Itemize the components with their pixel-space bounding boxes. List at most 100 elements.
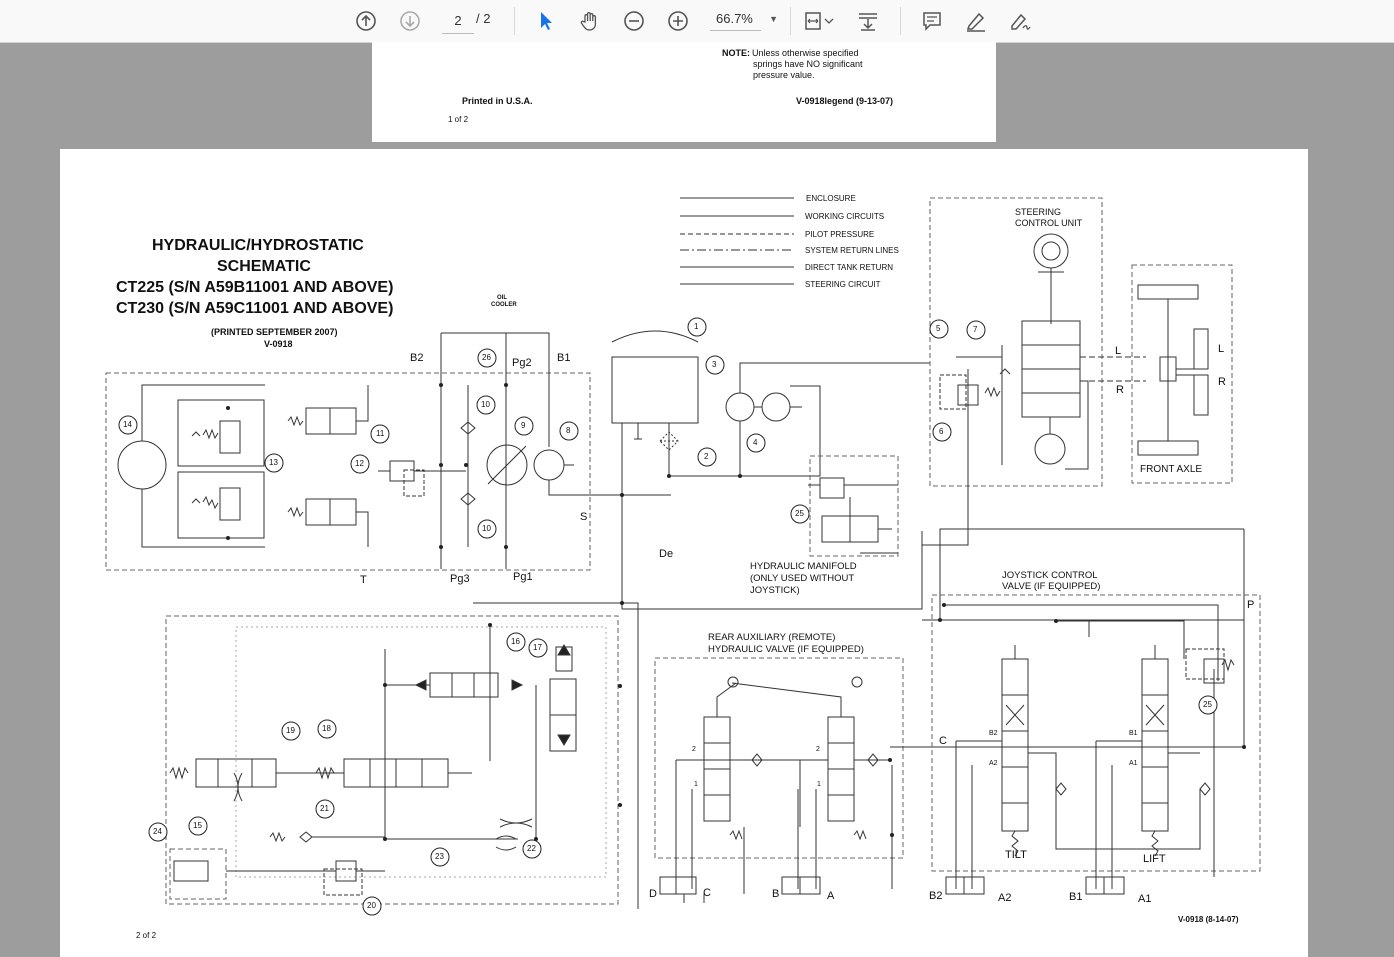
pdf-page-1: NOTE: Unless otherwise specified springs… xyxy=(372,42,996,142)
select-cursor-icon[interactable] xyxy=(530,5,562,37)
toolbar-divider xyxy=(514,7,515,35)
port-label: B2 xyxy=(929,890,943,902)
page-up-icon[interactable] xyxy=(350,5,382,37)
port-label: 1 xyxy=(817,781,821,788)
zoom-out-icon[interactable] xyxy=(618,5,650,37)
joystick-label: VALVE (IF EQUIPPED) xyxy=(1002,581,1101,592)
chevron-down-icon: ▼ xyxy=(769,14,778,24)
manifold-label: HYDRAULIC MANIFOLD xyxy=(750,561,857,572)
sign-icon[interactable] xyxy=(1004,5,1036,37)
callout-number: 9 xyxy=(521,421,526,430)
callout-number: 1 xyxy=(694,322,699,331)
port-label: Pg3 xyxy=(450,573,470,585)
page-number-input[interactable] xyxy=(442,7,474,34)
callout-number: 16 xyxy=(511,637,520,646)
port-label: 2 xyxy=(816,746,820,753)
port-label: B1 xyxy=(1069,891,1083,903)
note-text: springs have NO significant xyxy=(753,59,863,69)
manifold-label: JOYSTICK) xyxy=(750,585,800,596)
port-label: D xyxy=(649,888,657,900)
callout-number: 13 xyxy=(269,458,278,467)
port-label: A1 xyxy=(1138,893,1152,905)
callout-number: 10 xyxy=(482,524,491,533)
callout-number: 24 xyxy=(153,827,162,836)
front-axle-label: FRONT AXLE xyxy=(1140,464,1203,475)
zoom-select[interactable]: 66.7% ▼ xyxy=(710,7,778,31)
port-label: B2 xyxy=(410,352,424,364)
page-number-label: 1 of 2 xyxy=(448,115,469,124)
callout-number: 25 xyxy=(795,509,804,518)
port-label: C xyxy=(939,735,947,747)
port-label: 2 xyxy=(692,746,696,753)
callout-number: 20 xyxy=(367,901,376,910)
fit-page-icon[interactable] xyxy=(800,5,840,37)
callout-number: 21 xyxy=(320,804,329,813)
rear-aux-label: HYDRAULIC VALVE (IF EQUIPPED) xyxy=(708,644,864,655)
port-label: A2 xyxy=(989,760,998,767)
model-line: CT225 (S/N A59B11001 AND ABOVE) xyxy=(116,279,394,296)
model-line: CT230 (S/N A59C11001 AND ABOVE) xyxy=(116,300,394,317)
page-down-icon[interactable] xyxy=(394,5,426,37)
scroll-mode-icon[interactable] xyxy=(852,5,884,37)
port-label: B xyxy=(772,888,780,900)
callout-number: 7 xyxy=(973,325,978,334)
document-code: V-0918 xyxy=(264,339,293,349)
callout-number: 17 xyxy=(533,643,542,652)
steering-unit-label: CONTROL UNIT xyxy=(1015,218,1083,228)
zoom-in-icon[interactable] xyxy=(662,5,694,37)
hand-pan-icon[interactable] xyxy=(574,5,606,37)
port-label: A xyxy=(827,890,835,902)
port-label: R xyxy=(1218,376,1226,388)
port-label: T xyxy=(360,574,367,586)
port-label: A1 xyxy=(1129,760,1138,767)
pdf-page-2: HYDRAULIC/HYDROSTATIC SCHEMATIC CT225 (S… xyxy=(60,149,1308,957)
schematic-title: HYDRAULIC/HYDROSTATIC xyxy=(152,237,364,254)
legend-steering-circuit: STEERING CIRCUIT xyxy=(805,280,881,289)
steering-unit-label: STEERING xyxy=(1015,207,1062,217)
callout-number: 6 xyxy=(939,427,944,436)
callout-number: 5 xyxy=(936,324,941,333)
schematic-title: SCHEMATIC xyxy=(217,258,311,275)
port-label: L xyxy=(1115,345,1122,357)
toolbar-divider xyxy=(900,7,901,35)
oil-cooler-label: OIL xyxy=(497,295,507,301)
callout-number: 25 xyxy=(1203,700,1212,709)
port-label: Pg1 xyxy=(513,571,533,583)
note-text: Unless otherwise specified xyxy=(752,48,859,58)
port-label: L xyxy=(1218,343,1225,355)
tilt-label: TILT xyxy=(1005,849,1027,861)
legend-system-return: SYSTEM RETURN LINES xyxy=(805,246,899,255)
port-label: R xyxy=(1116,384,1124,396)
note-text: pressure value. xyxy=(753,70,815,80)
port-label: B1 xyxy=(557,352,571,364)
toolbar-divider xyxy=(790,7,791,35)
port-label: Pg2 xyxy=(512,357,532,369)
printed-in-label: Printed in U.S.A. xyxy=(462,96,533,106)
legend-direct-tank: DIRECT TANK RETURN xyxy=(805,263,894,272)
port-label: A2 xyxy=(998,892,1012,904)
port-label: B1 xyxy=(1129,730,1138,737)
rear-aux-label: REAR AUXILIARY (REMOTE) xyxy=(708,632,836,643)
callout-number: 10 xyxy=(481,400,490,409)
page-number-label: 2 of 2 xyxy=(136,931,157,940)
port-label: B2 xyxy=(989,730,998,737)
pdf-toolbar: / 2 66.7% ▼ xyxy=(0,0,1394,43)
callout-number: 26 xyxy=(482,353,491,362)
callout-number: 23 xyxy=(435,852,444,861)
manifold-label: (ONLY USED WITHOUT xyxy=(750,573,855,584)
page-total: / 2 xyxy=(476,11,491,26)
legend-enclosure: ENCLOSURE xyxy=(806,194,856,203)
highlight-pen-icon[interactable] xyxy=(960,5,992,37)
legend-pilot-pressure: PILOT PRESSURE xyxy=(805,230,875,239)
joystick-label: JOYSTICK CONTROL xyxy=(1002,570,1098,581)
comment-icon[interactable] xyxy=(916,5,948,37)
callout-number: 19 xyxy=(286,726,295,735)
callout-number: 11 xyxy=(376,429,385,438)
port-label: S xyxy=(580,511,588,523)
callout-number: 15 xyxy=(193,821,202,830)
lift-label: LIFT xyxy=(1143,853,1166,865)
callout-number: 3 xyxy=(712,360,717,369)
port-label: C xyxy=(703,887,711,899)
schematic-drawing xyxy=(105,197,1261,916)
callout-number: 14 xyxy=(123,420,132,429)
